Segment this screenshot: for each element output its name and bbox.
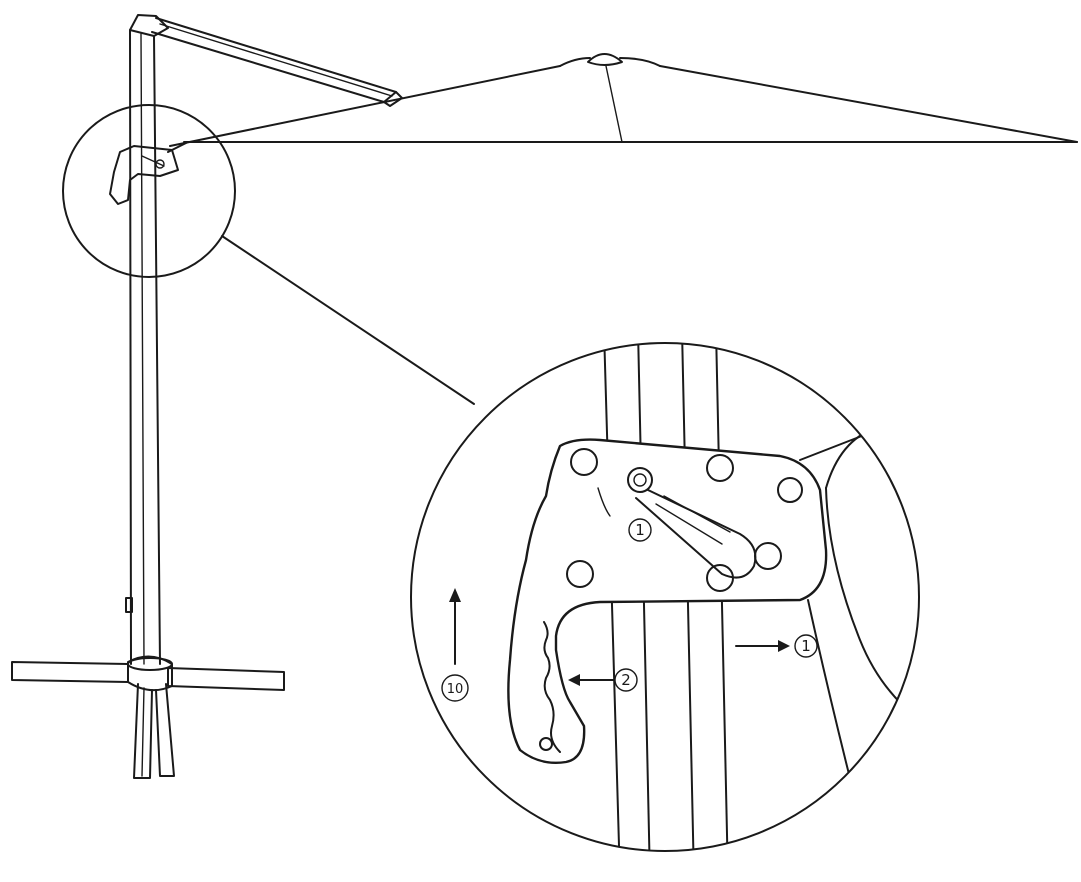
svg-text:1: 1 xyxy=(801,637,811,655)
lever-hole xyxy=(539,737,553,751)
bolt xyxy=(566,560,594,588)
svg-text:1: 1 xyxy=(635,521,645,539)
main-pole xyxy=(125,14,169,665)
callout-step-1-pin: 1 xyxy=(628,518,652,542)
canopy xyxy=(169,53,1078,147)
pivot-pin xyxy=(627,467,653,493)
detail-view-contents xyxy=(507,343,919,851)
detail-leader-line xyxy=(221,235,475,405)
svg-text:10: 10 xyxy=(447,682,464,697)
callout-step-10-arrow: 10 xyxy=(441,588,469,702)
callout-step-1-arrow: 1 xyxy=(735,634,818,658)
upper-arm xyxy=(151,17,403,107)
bolt xyxy=(570,448,598,476)
detail-marker-circle xyxy=(62,104,236,278)
small-bracket xyxy=(109,141,189,205)
callout-step-2-arrow: 2 xyxy=(568,668,638,692)
bolt xyxy=(706,454,734,482)
cross-base xyxy=(11,655,285,779)
svg-text:2: 2 xyxy=(621,671,631,689)
hinge-bracket xyxy=(507,438,828,764)
bolt xyxy=(777,477,803,503)
